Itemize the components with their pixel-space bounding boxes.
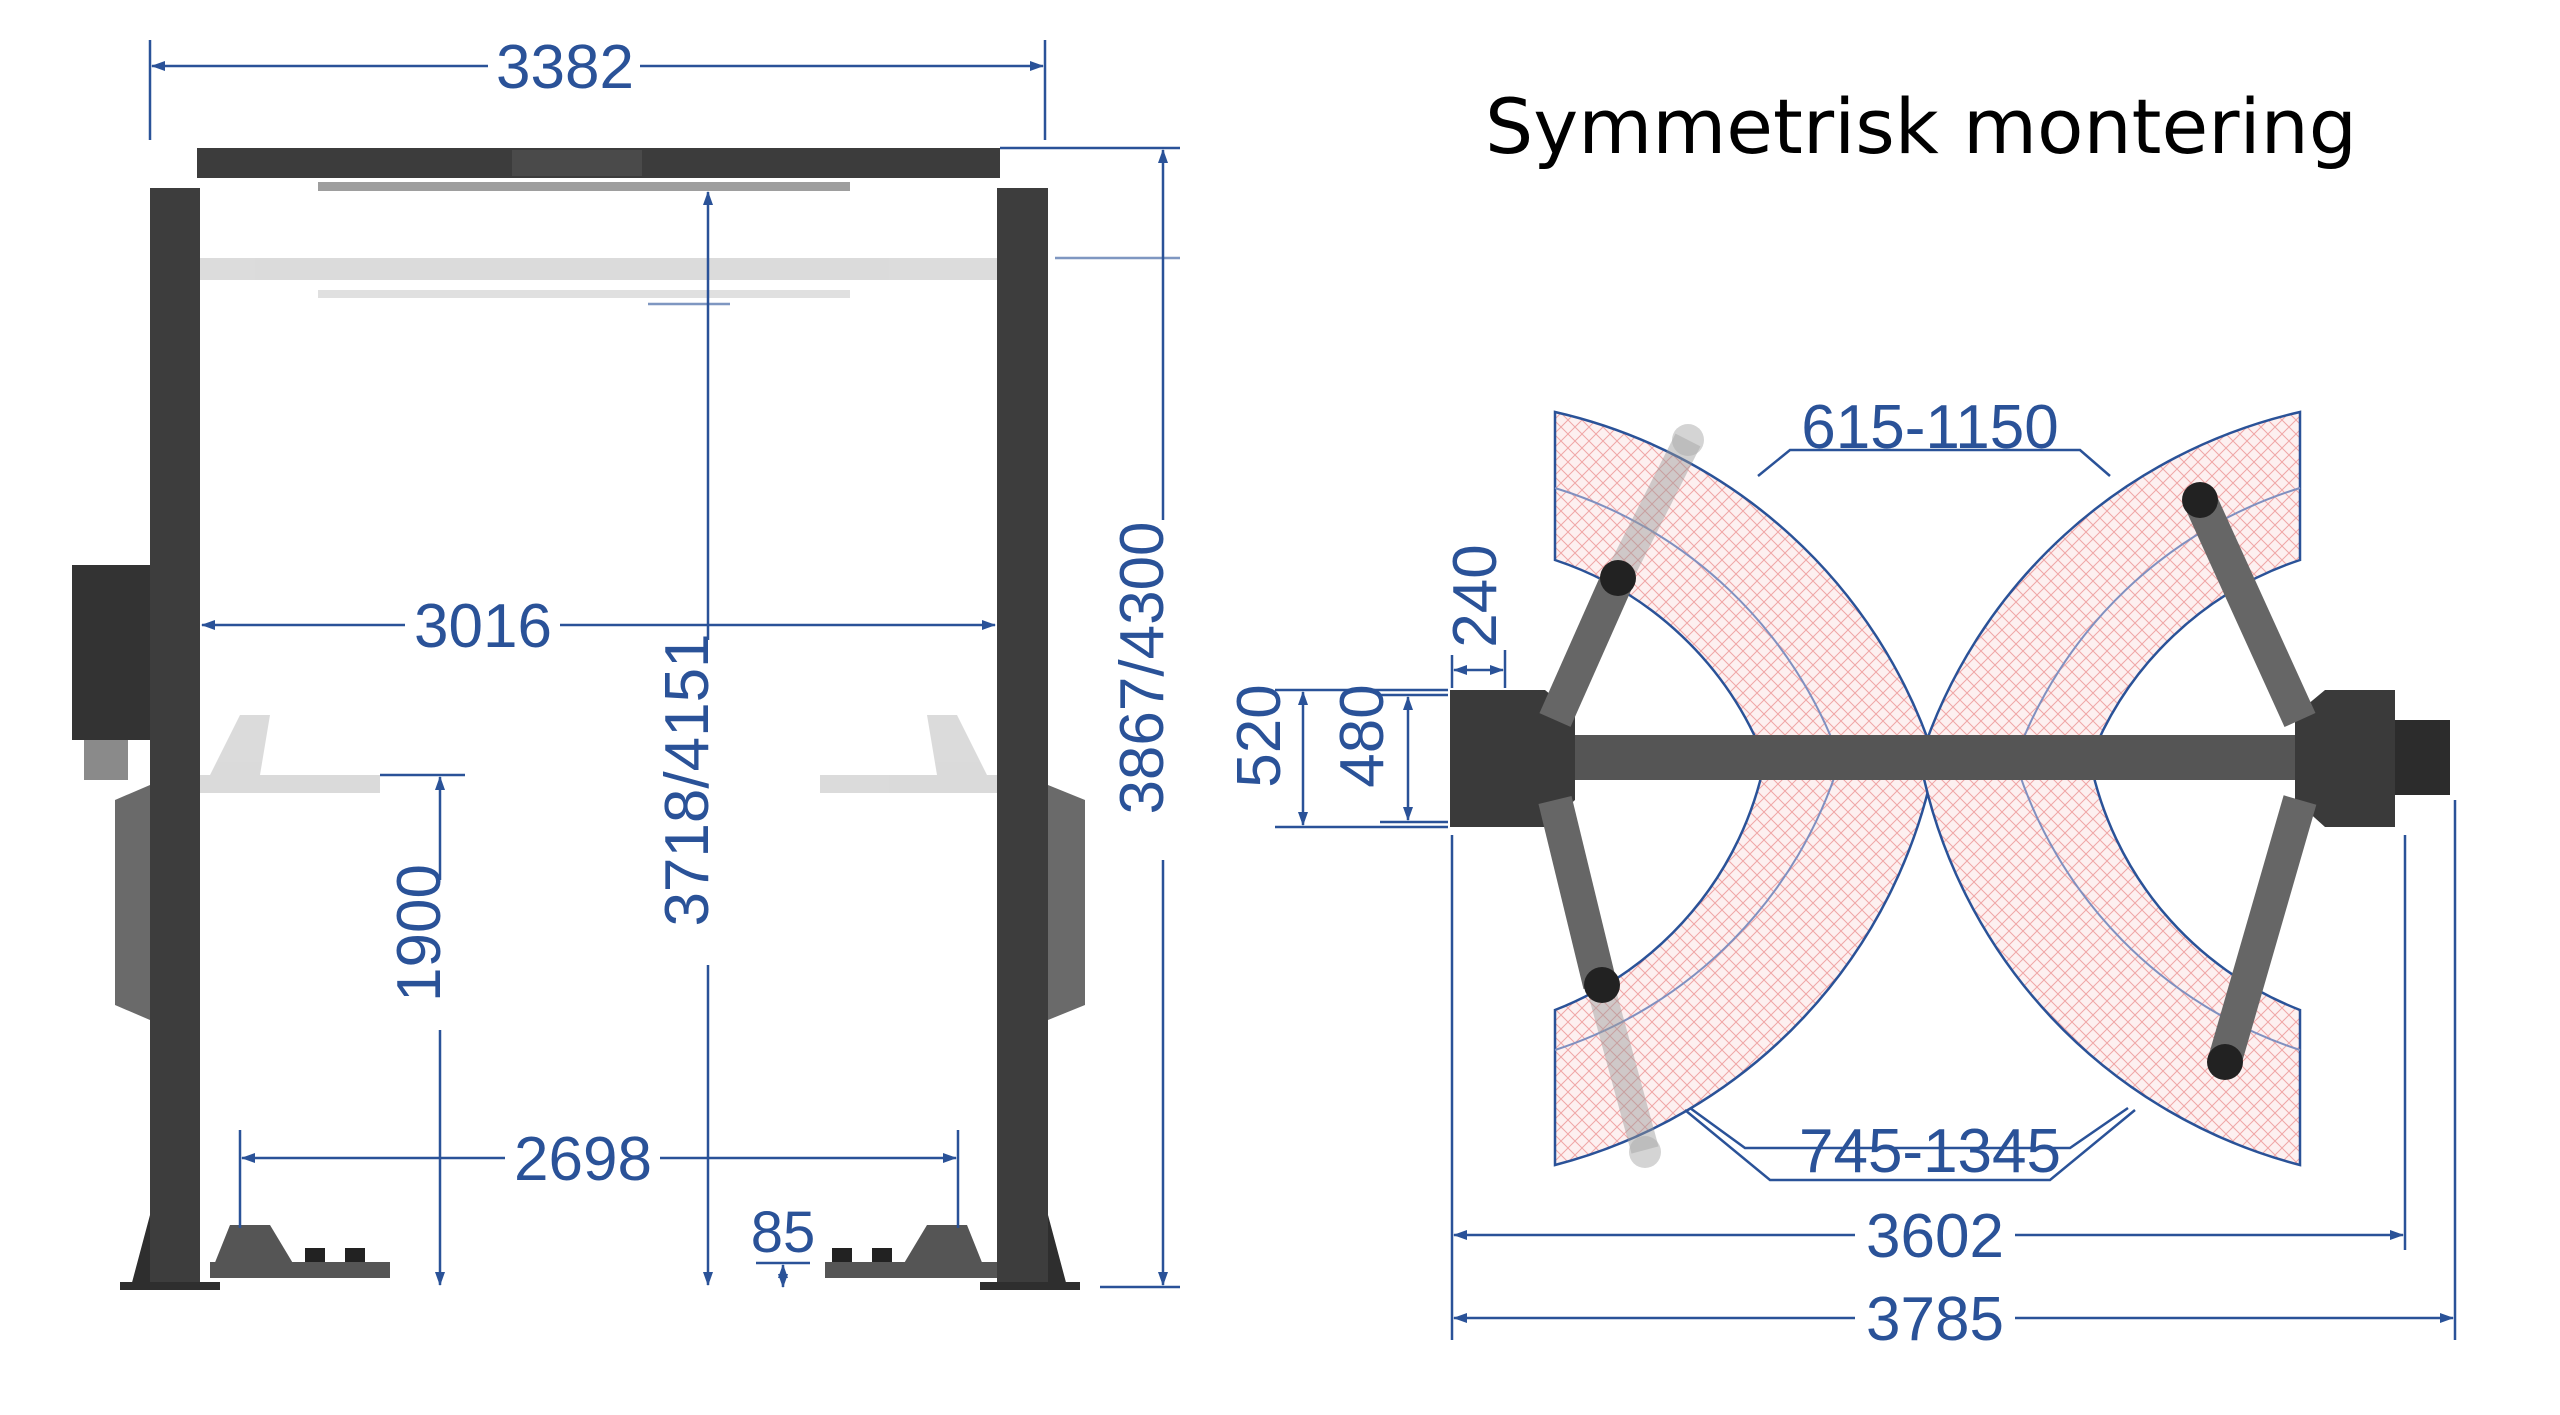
dim-min-height: 85 <box>751 1200 816 1265</box>
power-unit <box>72 565 150 740</box>
left-post <box>150 188 200 1288</box>
arms-raised-ghost <box>200 715 997 793</box>
right-motor <box>2395 720 2450 795</box>
top-dimension-lines <box>1275 448 2457 1340</box>
crossbar-plan <box>1545 735 2325 780</box>
dim-lift-height: 3718/4151 <box>653 633 722 926</box>
top-view: 615-1150 745-1345 240 520 480 3602 3785 <box>1225 393 2457 1354</box>
right-base-plate <box>2295 690 2395 827</box>
left-carriage-cover <box>115 785 150 1020</box>
dim-short-arm-reach: 615-1150 <box>1801 393 2058 462</box>
dim-overall-width-plan: 3785 <box>1866 1285 2004 1354</box>
left-base-plate <box>1450 690 1575 827</box>
dim-overall-width: 3382 <box>496 33 634 102</box>
dim-inner-width: 3016 <box>414 592 552 661</box>
right-post <box>997 188 1048 1288</box>
front-view: 3382 3016 3718/4151 3867/4300 1900 2698 … <box>72 33 1180 1290</box>
dim-offset: 240 <box>1441 544 1510 647</box>
dim-long-arm-reach: 745-1345 <box>1799 1117 2061 1186</box>
dim-arm-height: 1900 <box>385 864 454 1002</box>
lift-arms <box>1538 424 2317 1168</box>
dim-plate-depth: 480 <box>1328 684 1397 787</box>
dim-base-width: 3602 <box>1866 1202 2004 1271</box>
arms-lowered <box>210 1225 997 1278</box>
crossbar <box>197 148 1000 191</box>
dim-base-depth: 520 <box>1225 684 1294 787</box>
right-carriage-cover <box>1048 785 1085 1020</box>
front-dimension-lines <box>148 40 1180 1289</box>
dim-total-height: 3867/4300 <box>1108 521 1177 814</box>
dim-drive-through: 2698 <box>514 1125 652 1194</box>
crossbar-lowered-ghost <box>200 258 997 298</box>
arm-sweep-zones <box>1553 410 2302 1167</box>
diagram-title: Symmetrisk montering <box>1485 82 2357 171</box>
